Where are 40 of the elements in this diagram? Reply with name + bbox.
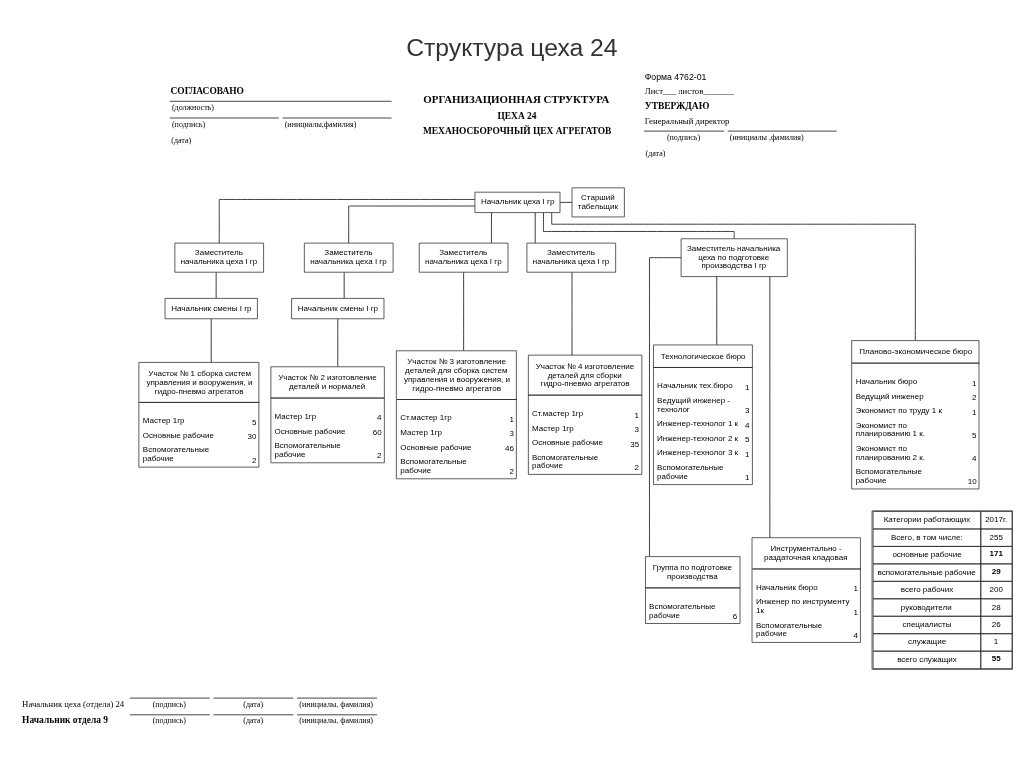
label: (подпись)	[171, 119, 206, 129]
label: (дата)	[243, 716, 264, 726]
label: Генеральный директор	[644, 116, 730, 127]
connector	[716, 276, 718, 346]
connector	[210, 318, 212, 363]
label: МЕХАНОСБОРОЧНЫЙ ЦЕХ АГРЕГАТОВ	[422, 126, 612, 137]
connector	[534, 212, 536, 244]
connector	[649, 257, 682, 557]
label: (дата)	[171, 135, 192, 145]
label: (дата)	[645, 148, 666, 158]
label: (подпись)	[152, 716, 186, 726]
label: (дата)	[243, 699, 264, 709]
label: (инициалы, фамилия)	[299, 716, 374, 726]
connector	[337, 318, 339, 367]
label: (инициалы, фамилия)	[299, 699, 374, 709]
connector	[551, 212, 916, 341]
label: Начальник отдела 9	[22, 715, 109, 726]
label: Лист___ листов_______	[644, 86, 734, 97]
connector	[571, 272, 573, 356]
connector	[543, 212, 735, 240]
label: ОРГАНИЗАЦИОННАЯ СТРУКТУРА	[423, 92, 610, 105]
diagram-title: Структура цеха 24	[406, 33, 618, 61]
label: (инициалы,фамилия)	[284, 119, 357, 129]
label: СОГЛАСОВАНО	[170, 85, 244, 96]
label: ЦЕХА 24	[497, 111, 537, 122]
connector	[491, 212, 492, 244]
connector	[218, 199, 476, 244]
connector	[769, 276, 771, 539]
connector	[463, 272, 465, 352]
label: (инициалы ,фамилия)	[729, 132, 804, 142]
label: Начальник цеха (отдела) 24	[22, 698, 125, 709]
label: (должность)	[171, 102, 214, 112]
connector	[215, 271, 217, 299]
connector	[343, 271, 345, 299]
label: Форма 4762-01	[644, 71, 707, 82]
label: (подпись)	[152, 699, 186, 709]
label: УТВЕРЖДАЮ	[644, 100, 710, 111]
connector	[348, 205, 476, 244]
connector	[559, 201, 573, 203]
label: (подпись)	[666, 132, 701, 142]
